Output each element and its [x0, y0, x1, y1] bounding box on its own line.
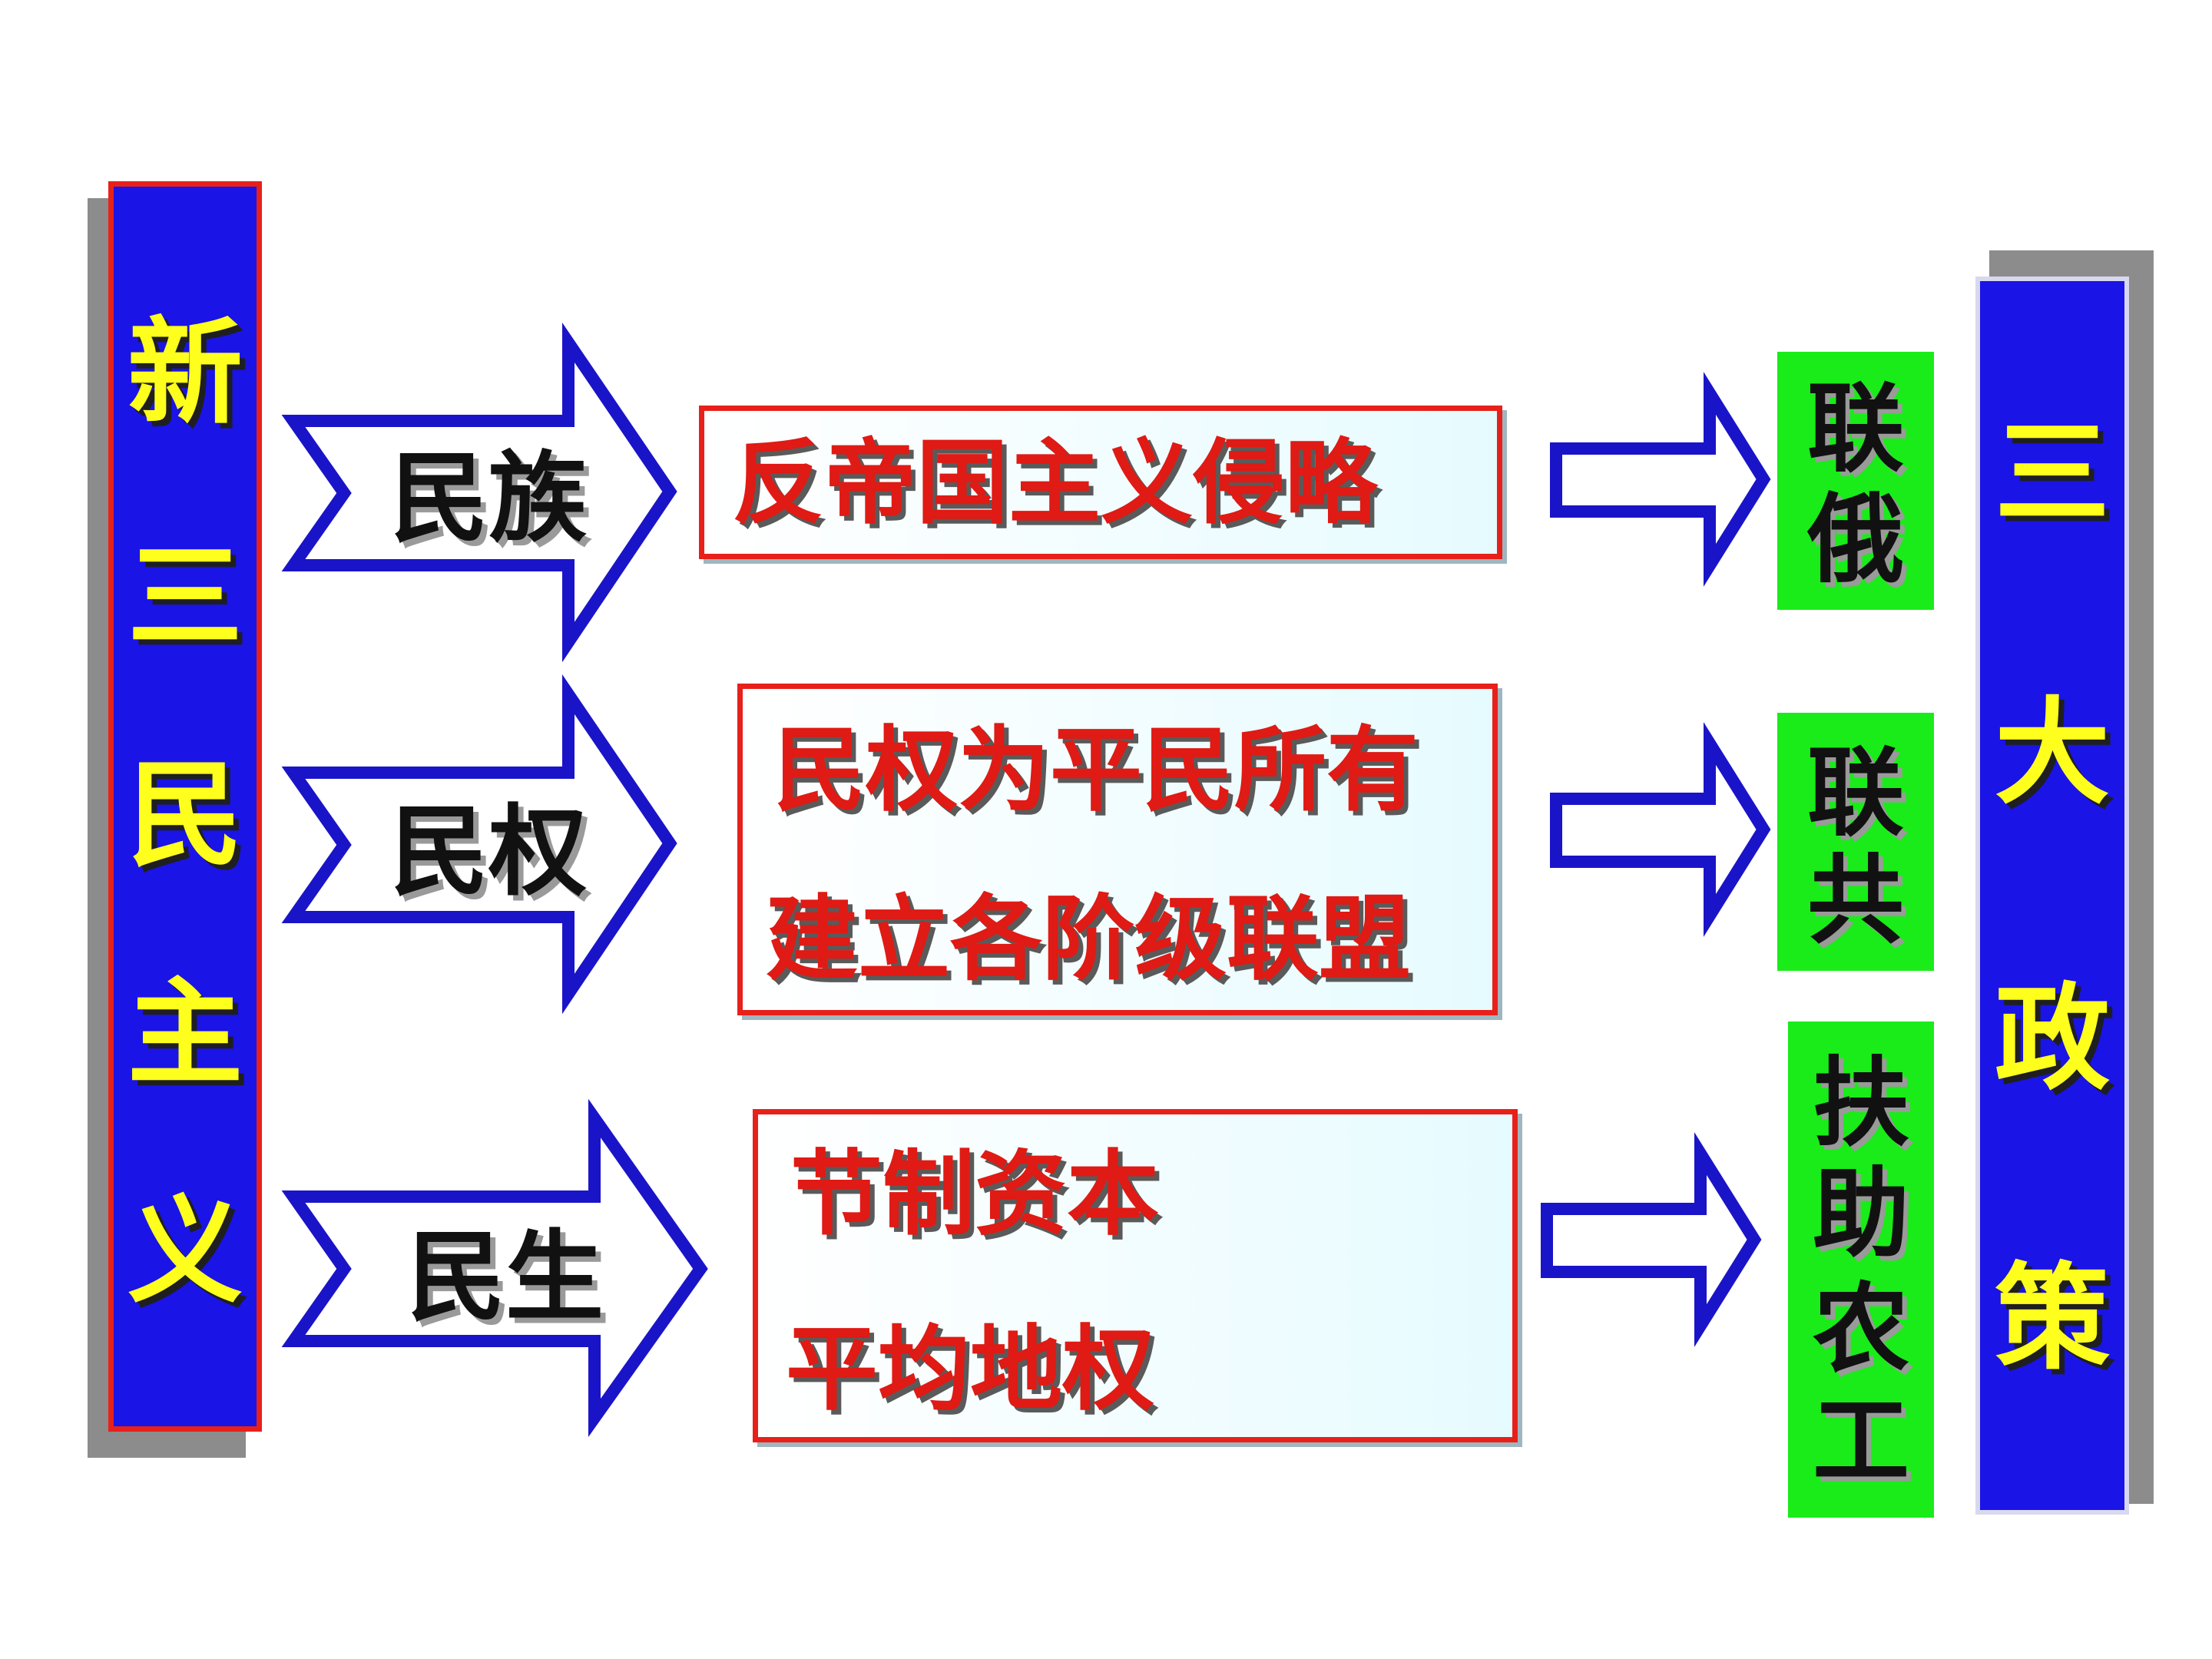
left-banner-char: 主 — [127, 967, 243, 1101]
left-banner-char: 新 — [127, 306, 243, 440]
row3-policy-char: 扶 — [1813, 1047, 1909, 1160]
row2-policy-box: 联 共 — [1777, 713, 1934, 971]
row2-small-arrow-shape — [1550, 722, 1771, 937]
left-banner-char: 义 — [127, 1185, 243, 1319]
left-banner-char: 三 — [127, 531, 243, 664]
row1-content-box: 反帝国主义侵略 — [699, 406, 1502, 559]
row3-arrow-label: 民生 — [407, 1220, 604, 1335]
row3-content-line: 节制资本 — [790, 1141, 1159, 1248]
row1-small-arrow-shape — [1550, 372, 1771, 587]
right-banner-char: 三 — [1994, 407, 2110, 541]
row2-policy-char: 联 — [1807, 737, 1904, 849]
row1-content-line: 反帝国主义侵略 — [732, 430, 1377, 537]
row2-content-line: 民权为平民所有 — [773, 717, 1419, 824]
row3-policy-box: 扶 助 农 工 — [1788, 1022, 1934, 1518]
row3-policy-char: 工 — [1813, 1385, 1909, 1498]
row3-policy-char: 农 — [1813, 1273, 1909, 1386]
row1-policy-box: 联 俄 — [1777, 352, 1934, 610]
right-banner-char: 策 — [1994, 1252, 2110, 1386]
left-banner-char: 民 — [127, 749, 243, 882]
row2-content-line: 建立各阶级联盟 — [766, 886, 1411, 993]
row3-content-box: 节制资本 平均地权 — [753, 1109, 1518, 1442]
row1-policy-char: 俄 — [1807, 483, 1904, 596]
row2-policy-char: 共 — [1807, 844, 1904, 957]
row2-arrow-label: 民权 — [390, 795, 588, 909]
row3-content-line: 平均地权 — [786, 1316, 1154, 1423]
row1-arrow-label: 民族 — [390, 442, 588, 556]
right-banner-char: 政 — [1994, 972, 2110, 1106]
right-banner: 三 大 政 策 — [1975, 276, 2129, 1515]
row3-policy-char: 助 — [1813, 1157, 1909, 1270]
row3-small-arrow-shape — [1541, 1132, 1762, 1347]
left-banner: 新 三 民 主 义 — [108, 181, 262, 1432]
right-banner-char: 大 — [1994, 687, 2110, 820]
row2-content-box: 民权为平民所有 建立各阶级联盟 — [737, 684, 1498, 1015]
row1-policy-char: 联 — [1807, 373, 1904, 485]
